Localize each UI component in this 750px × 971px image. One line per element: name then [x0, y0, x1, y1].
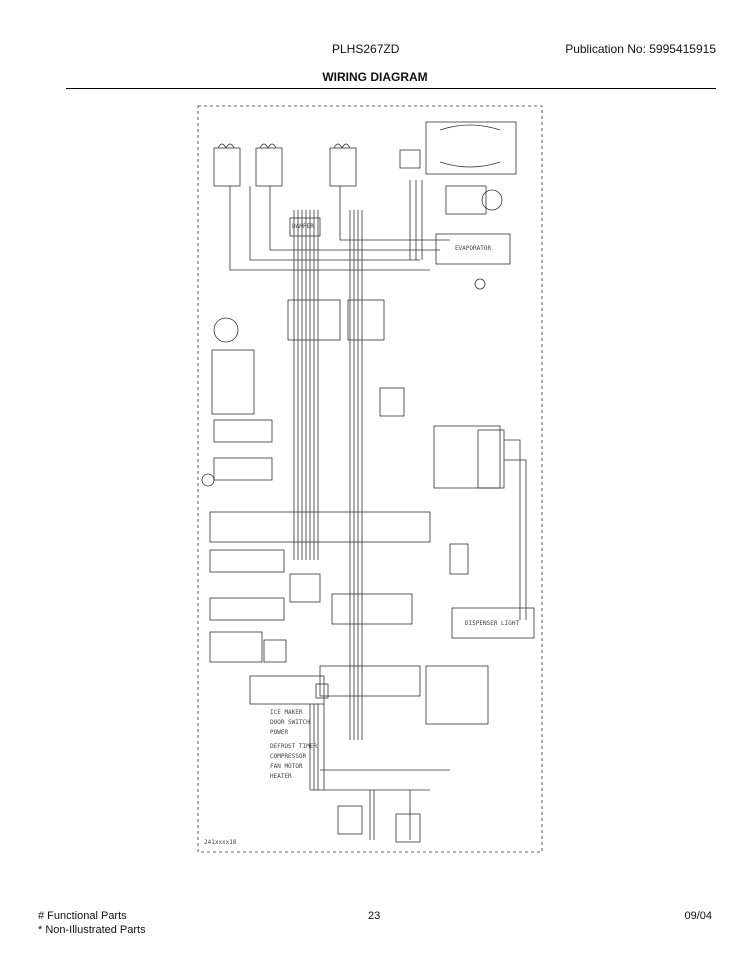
- revision-date: 09/04: [684, 910, 712, 922]
- component-box: [213, 147, 241, 187]
- fan-motor-symbol: [481, 189, 503, 211]
- component-box: [399, 149, 421, 169]
- connector-symbol: [201, 473, 215, 487]
- non-illustrated-legend: * Non-Illustrated Parts: [38, 924, 146, 936]
- component-box: [315, 683, 329, 699]
- component-box: [211, 349, 255, 415]
- component-box: [209, 549, 285, 573]
- component-box: [209, 597, 285, 621]
- component-box: [213, 457, 273, 481]
- component-box: [287, 299, 341, 341]
- component-box: [451, 607, 535, 639]
- component-box: [445, 185, 487, 215]
- page-number: 23: [368, 910, 381, 922]
- component-box: [337, 805, 363, 835]
- label-power: POWER: [270, 729, 288, 736]
- component-box: [329, 147, 357, 187]
- component-box: [263, 639, 287, 663]
- header-rule: [66, 88, 716, 89]
- label-ice-maker: ICE MAKER: [270, 709, 303, 716]
- model-number: PLHS267ZD: [332, 42, 400, 56]
- component-box: [209, 631, 263, 663]
- component-box: [255, 147, 283, 187]
- damper-box: [289, 217, 321, 237]
- component-box: [425, 665, 489, 725]
- component-box: [449, 543, 469, 575]
- component-box: [249, 675, 325, 705]
- component-box: [347, 299, 385, 341]
- label-damper: DAMPER: [292, 223, 314, 230]
- label-fan-motor: FAN MOTOR: [270, 763, 303, 770]
- connector-symbol: [474, 278, 486, 290]
- diagram-frame: [197, 105, 543, 853]
- label-evaporator: EVAPORATOR: [455, 245, 492, 252]
- page-title: WIRING DIAGRAM: [322, 70, 428, 84]
- component-box: [433, 425, 501, 489]
- label-defrost-timer: DEFROST TIMER: [270, 743, 317, 750]
- publication-number: Publication No: 5995415915: [565, 42, 716, 56]
- label-door-switch: DOOR SWITCH: [270, 719, 310, 726]
- component-box: [331, 593, 413, 625]
- component-box: [213, 419, 273, 443]
- component-box: [435, 233, 511, 265]
- component-box: [319, 665, 421, 697]
- component-box: [209, 511, 431, 543]
- wiring-diagram: DAMPER EVAPORATOR DISPENSER LIGHT ICE MA…: [197, 105, 543, 853]
- label-compressor: COMPRESSOR: [270, 753, 307, 760]
- component-box: [477, 429, 505, 489]
- component-box: [395, 813, 421, 843]
- label-dispenser-light: DISPENSER LIGHT: [465, 620, 520, 627]
- component-box: [289, 573, 321, 603]
- component-box: [425, 121, 517, 175]
- component-box: [379, 387, 405, 417]
- functional-parts-legend: # Functional Parts: [38, 910, 127, 922]
- motor-symbol: [213, 317, 239, 343]
- drawing-number: 241xxxx10: [204, 839, 237, 846]
- label-heater: HEATER: [270, 773, 292, 780]
